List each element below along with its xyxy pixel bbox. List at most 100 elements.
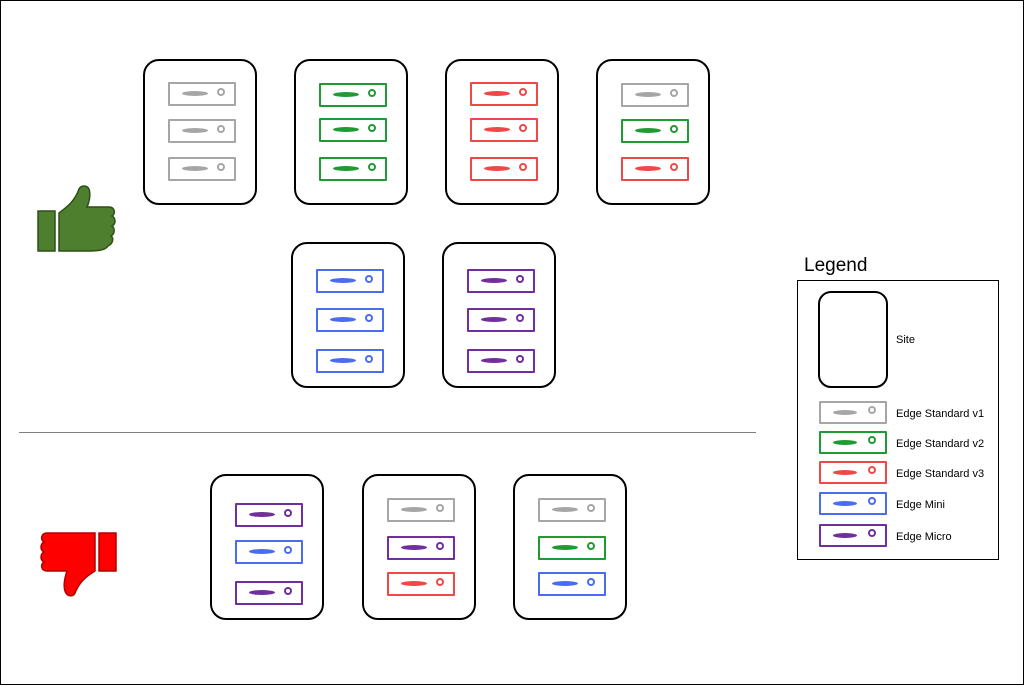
server-slot [635, 166, 661, 171]
good-site-5 [291, 242, 405, 388]
server-slot [833, 470, 857, 475]
server-led-icon [368, 88, 376, 97]
legend-swatch-edge-standard-v2 [819, 431, 887, 454]
server-slot [401, 507, 427, 512]
server-edge-micro [387, 536, 455, 560]
server-slot [333, 92, 359, 97]
server-led-icon [868, 436, 876, 444]
server-edge-standard-v2 [319, 83, 387, 107]
server-slot [249, 590, 275, 595]
server-edge-mini [235, 540, 303, 564]
server-slot [249, 549, 275, 554]
thumbs-down-icon [40, 532, 117, 597]
server-edge-standard-v3 [387, 572, 455, 596]
legend-label: Edge Mini [896, 499, 945, 511]
server-slot [833, 410, 857, 415]
server-edge-standard-v1 [168, 157, 236, 181]
bad-site-3 [513, 474, 627, 620]
legend-title: Legend [804, 255, 868, 276]
server-led-icon [436, 541, 444, 550]
thumbs-up-icon [37, 185, 116, 252]
server-slot [481, 278, 507, 283]
legend-swatch-edge-micro [819, 524, 887, 547]
server-led-icon [436, 503, 444, 512]
server-led-icon [868, 529, 876, 537]
server-edge-standard-v1 [538, 498, 606, 522]
server-led-icon [587, 577, 595, 586]
server-edge-standard-v3 [470, 82, 538, 106]
good-site-4 [596, 59, 710, 205]
server-edge-mini [316, 269, 384, 293]
server-led-icon [868, 406, 876, 414]
server-edge-standard-v1 [387, 498, 455, 522]
server-slot [249, 512, 275, 517]
server-led-icon [587, 503, 595, 512]
server-led-icon [368, 162, 376, 171]
server-edge-standard-v1 [621, 83, 689, 107]
legend-swatch-edge-standard-v3 [819, 461, 887, 484]
legend-label: Edge Standard v1 [896, 408, 985, 420]
server-edge-standard-v2 [621, 119, 689, 143]
server-led-icon [217, 87, 225, 96]
bad-site-2 [362, 474, 476, 620]
good-site-1 [143, 59, 257, 205]
server-slot [552, 581, 578, 586]
server-slot [552, 507, 578, 512]
server-led-icon [587, 541, 595, 550]
bad-site-1 [210, 474, 324, 620]
server-edge-micro [235, 581, 303, 605]
server-slot [484, 127, 510, 132]
server-led-icon [217, 124, 225, 133]
server-edge-standard-v1 [168, 119, 236, 143]
server-led-icon [516, 313, 524, 322]
server-led-icon [284, 586, 292, 595]
legend-swatch-edge-standard-v1 [819, 401, 887, 424]
server-edge-micro [467, 349, 535, 373]
server-led-icon [284, 545, 292, 554]
server-slot [330, 358, 356, 363]
server-edge-mini [538, 572, 606, 596]
server-slot [182, 166, 208, 171]
server-edge-mini [316, 349, 384, 373]
server-edge-standard-v2 [319, 157, 387, 181]
server-led-icon [516, 274, 524, 283]
server-slot [481, 358, 507, 363]
server-edge-standard-v3 [470, 157, 538, 181]
server-slot [484, 166, 510, 171]
server-edge-micro [235, 503, 303, 527]
server-led-icon [868, 466, 876, 474]
legend-swatch-edge-mini [819, 492, 887, 515]
divider-line [19, 432, 756, 433]
server-led-icon [284, 508, 292, 517]
server-slot [401, 581, 427, 586]
legend-site-symbol [818, 291, 888, 388]
server-led-icon [436, 577, 444, 586]
server-led-icon [868, 497, 876, 505]
server-edge-standard-v3 [470, 118, 538, 142]
server-slot [182, 91, 208, 96]
server-led-icon [519, 162, 527, 171]
server-led-icon [670, 88, 678, 97]
server-slot [552, 545, 578, 550]
server-edge-standard-v2 [538, 536, 606, 560]
server-slot [333, 166, 359, 171]
legend-label: Edge Standard v3 [896, 468, 985, 480]
server-slot [330, 317, 356, 322]
server-led-icon [365, 313, 373, 322]
server-led-icon [516, 354, 524, 363]
server-slot [833, 440, 857, 445]
server-slot [833, 501, 857, 506]
server-led-icon [365, 354, 373, 363]
server-edge-standard-v3 [621, 157, 689, 181]
server-edge-mini [316, 308, 384, 332]
server-slot [635, 128, 661, 133]
server-slot [481, 317, 507, 322]
good-site-3 [445, 59, 559, 205]
server-edge-standard-v1 [168, 82, 236, 106]
server-slot [401, 545, 427, 550]
server-slot [635, 92, 661, 97]
server-slot [333, 127, 359, 132]
server-slot [833, 533, 857, 538]
